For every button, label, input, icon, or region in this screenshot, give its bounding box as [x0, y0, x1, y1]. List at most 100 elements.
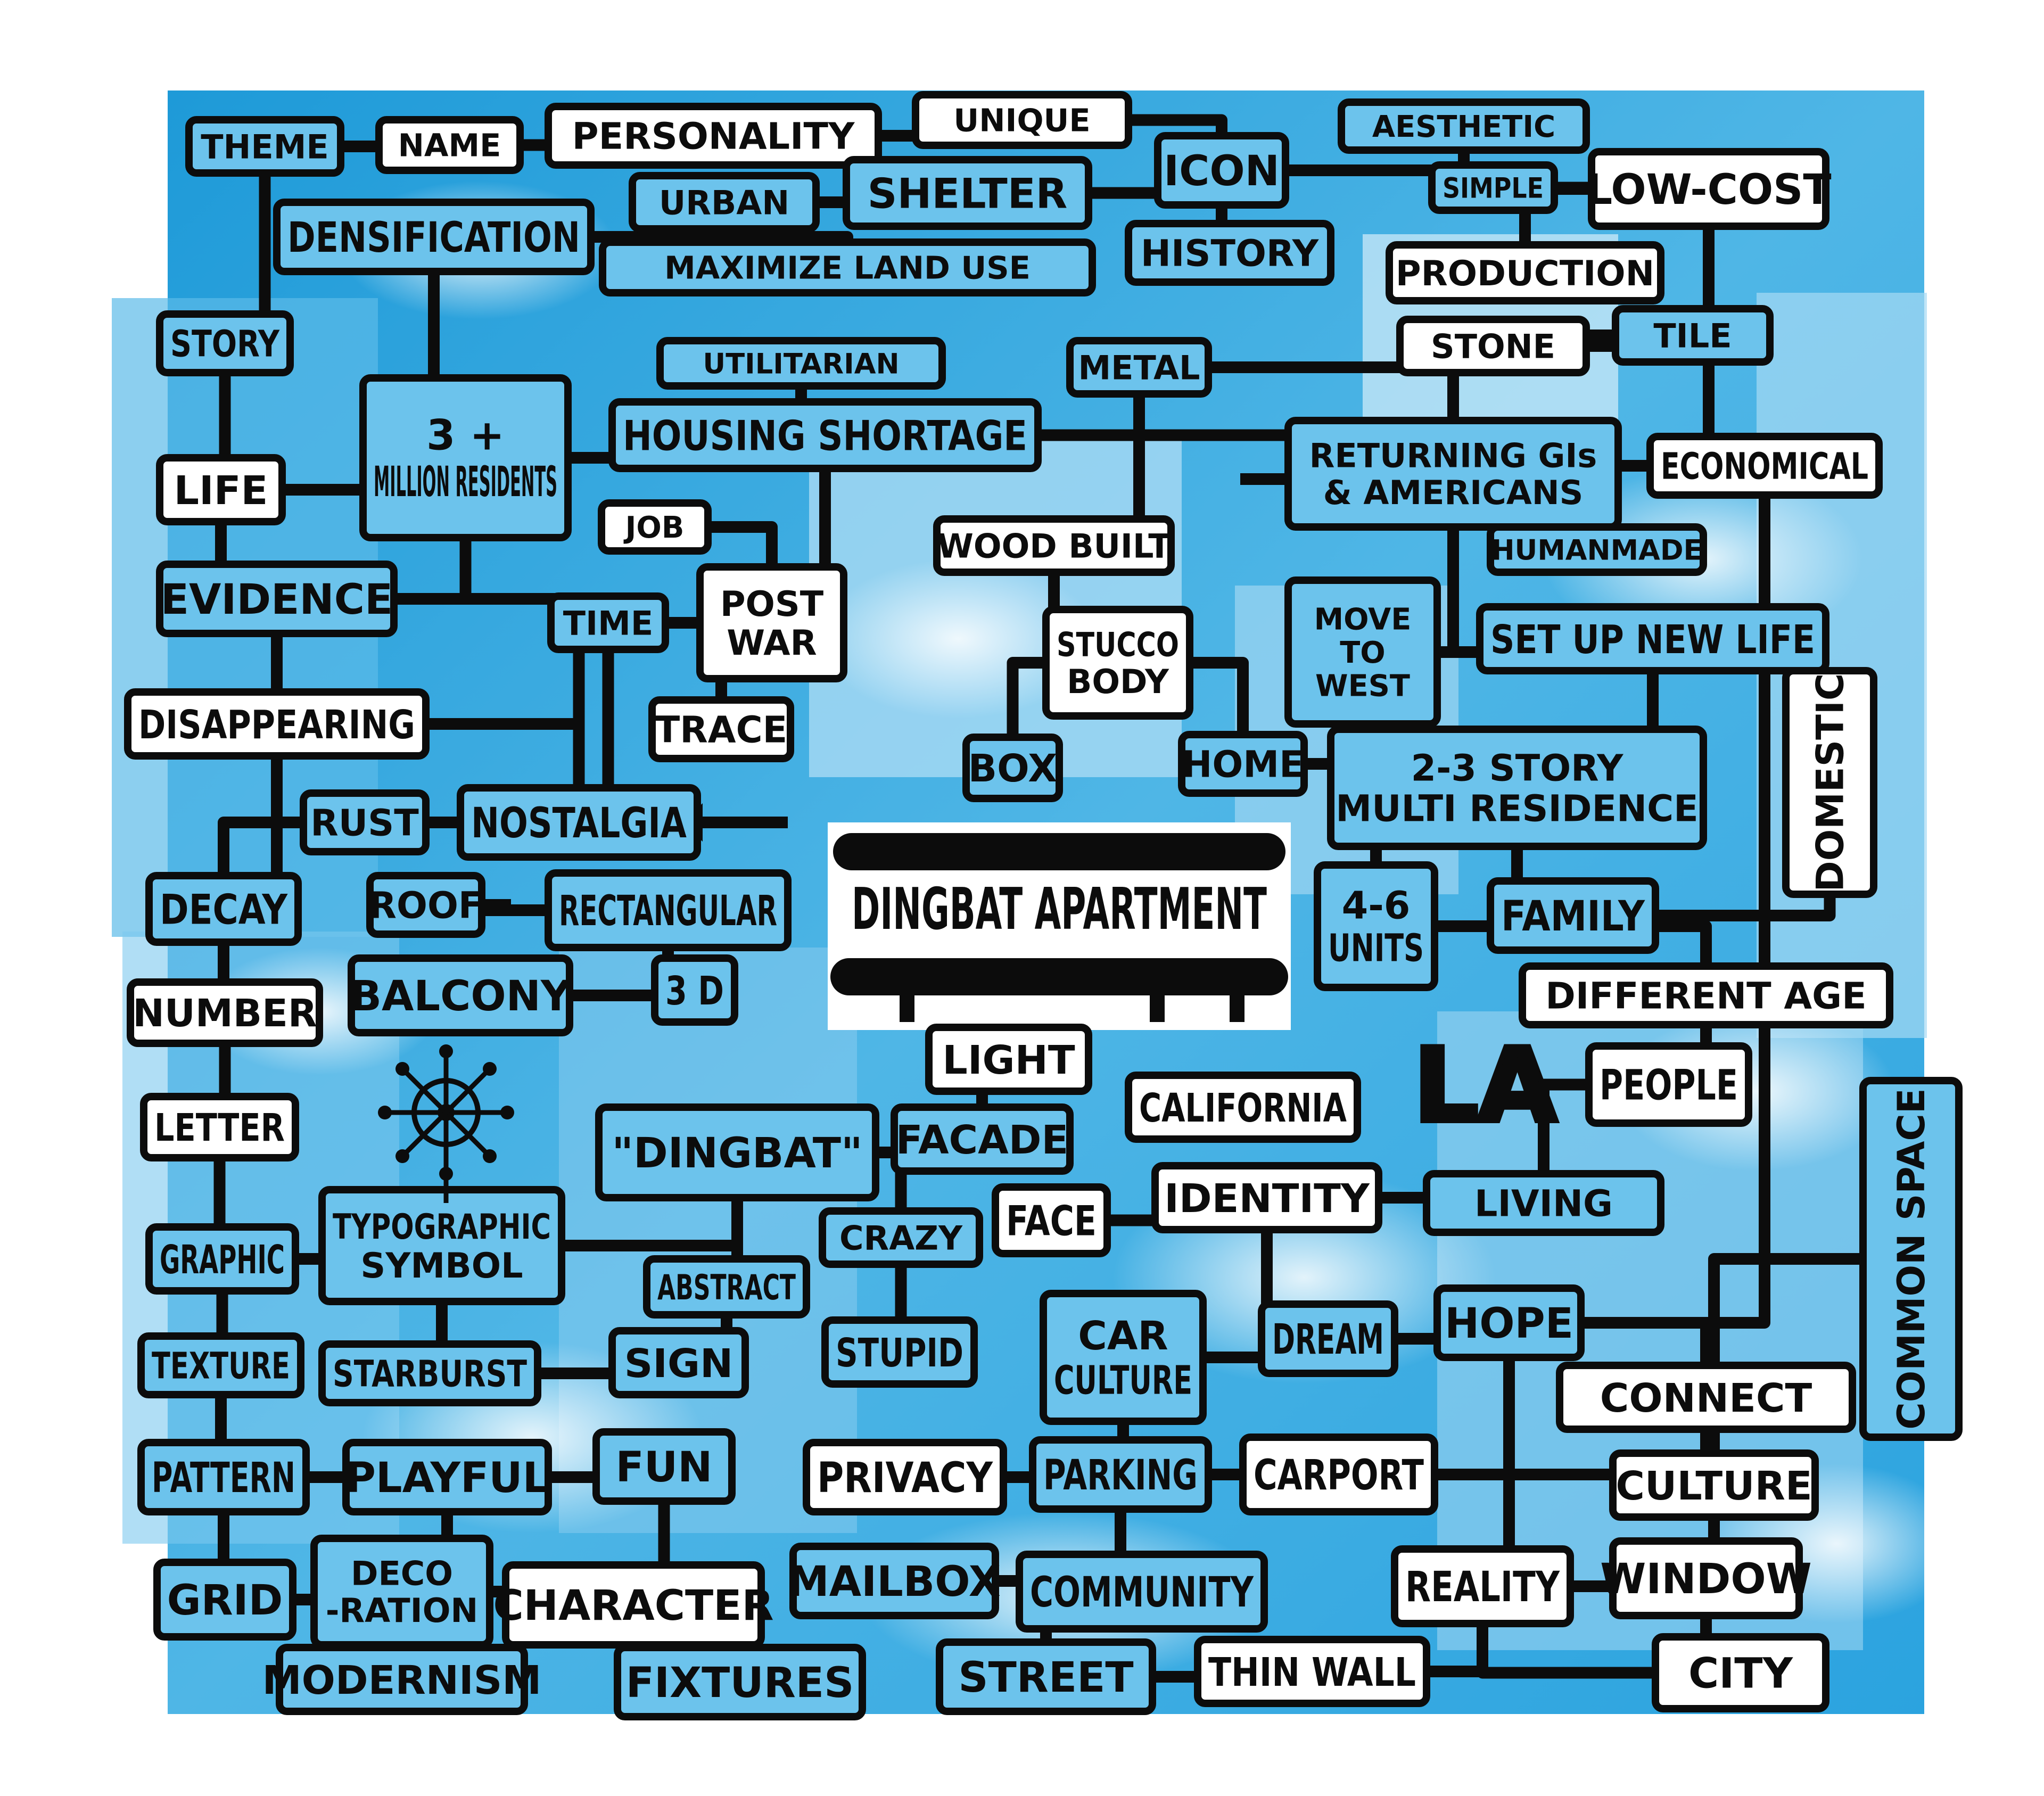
- node-street: STREET: [936, 1638, 1156, 1715]
- node-box: [124, 688, 430, 760]
- node-label: CHARACTER: [493, 1582, 773, 1630]
- node-label: FIXTURES: [626, 1659, 854, 1707]
- node-label: CALIFORNIA: [1139, 1085, 1347, 1131]
- node-label: SHELTER: [868, 170, 1068, 218]
- node-box: [318, 1340, 541, 1406]
- node-box: [1066, 337, 1212, 398]
- node-culture: CULTURE: [1609, 1449, 1819, 1521]
- node-label: STREET: [958, 1654, 1133, 1702]
- node-identity: IDENTITY: [1151, 1162, 1382, 1233]
- node-box: [821, 1316, 978, 1388]
- node-label: 3 D: [665, 968, 724, 1014]
- node-people: PEOPLE: [1585, 1042, 1752, 1127]
- node-parking: PARKING: [1029, 1436, 1212, 1513]
- node-box: [599, 238, 1096, 296]
- node-box: [153, 1559, 296, 1641]
- node-label: NAME: [398, 127, 501, 164]
- node-crazy: CRAZY: [819, 1207, 983, 1268]
- node-label: LETTER: [154, 1106, 285, 1150]
- node-metal: METAL: [1066, 337, 1212, 398]
- node-connect: CONNECT: [1556, 1362, 1856, 1433]
- node-label: WAR: [727, 623, 817, 663]
- node-box: [595, 1103, 879, 1201]
- node-box: [348, 954, 573, 1036]
- node-abstract: ABSTRACT: [643, 1255, 810, 1319]
- node-home: HOME: [1178, 731, 1308, 797]
- node-box: [1042, 606, 1193, 720]
- node-box: [137, 1439, 310, 1515]
- node-label: ABSTRACT: [657, 1268, 796, 1308]
- stilt-2: [1230, 990, 1244, 1022]
- node-domestic: DOMESTIC: [1782, 667, 1877, 898]
- node-community: COMMUNITY: [1016, 1551, 1268, 1633]
- node-box: [1588, 148, 1829, 230]
- node-humanmade: HUMANMADE: [1487, 523, 1707, 576]
- node-box: [1258, 1300, 1398, 1377]
- node-number: NUMBER: [127, 978, 323, 1047]
- node-label: PATTERN: [152, 1454, 295, 1502]
- node-label: WINDOW: [1600, 1555, 1811, 1603]
- node-box: [273, 199, 595, 275]
- node-label: MAILBOX: [788, 1558, 1001, 1606]
- node-label: BODY: [1067, 662, 1169, 701]
- node-label: RETURNING GIs: [1309, 436, 1597, 475]
- node-box: [1859, 1077, 1963, 1441]
- node-label: CULTURE: [1616, 1463, 1812, 1509]
- la-label: LA: [1414, 1027, 1556, 1144]
- node-carport: CARPORT: [1239, 1433, 1438, 1515]
- node-nostalgia: NOSTALGIA: [457, 784, 701, 861]
- node-label: 4-6: [1342, 884, 1411, 928]
- node-label: PLAYFUL: [345, 1454, 549, 1502]
- node-label: SET UP NEW LIFE: [1490, 616, 1815, 663]
- node-disappearing: DISAPPEARING: [124, 688, 430, 760]
- node-evidence: EVIDENCE: [156, 561, 398, 637]
- node-box: [1194, 1636, 1430, 1707]
- node-box: [156, 561, 398, 637]
- node-box: [1314, 861, 1438, 991]
- node-box: [156, 454, 286, 525]
- node-label: EVIDENCE: [161, 576, 393, 624]
- node-history: HISTORY: [1125, 220, 1334, 286]
- node-label: NUMBER: [133, 991, 317, 1035]
- node-box: [1487, 523, 1707, 576]
- node-urban: URBAN: [629, 172, 820, 233]
- node-decoration: DECO-RATION: [310, 1535, 493, 1649]
- node-fixtures: FIXTURES: [614, 1644, 866, 1720]
- node-box: [933, 515, 1175, 576]
- node-hope: HOPE: [1433, 1284, 1585, 1361]
- node-maximize-land-use: MAXIMIZE LAND USE: [599, 238, 1096, 296]
- node-label: UNIQUE: [953, 102, 1090, 139]
- node-name: NAME: [375, 116, 524, 174]
- node-different-age: DIFFERENT AGE: [1519, 962, 1893, 1028]
- node-graphic: GRAPHIC: [145, 1223, 299, 1295]
- node-living: LIVING: [1423, 1170, 1664, 1236]
- node-common-space: COMMON SPACE: [1859, 1077, 1963, 1441]
- node-texture: TEXTURE: [137, 1332, 304, 1398]
- node-theme: THEME: [185, 116, 344, 177]
- node-label: THIN WALL: [1208, 1649, 1416, 1695]
- node-box: [614, 1644, 866, 1720]
- node-label: RECTANGULAR: [559, 887, 777, 935]
- node-box: [1284, 417, 1622, 531]
- node-label: TEXTURE: [152, 1346, 290, 1388]
- node-label: HUMANMADE: [1491, 534, 1702, 566]
- node-label: DECO: [351, 1554, 453, 1593]
- node-box: [1386, 241, 1664, 304]
- node-wood-built: WOOD BUILT: [933, 515, 1175, 576]
- node-label: & AMERICANS: [1323, 473, 1584, 512]
- node-label: METAL: [1078, 348, 1200, 387]
- node-label: GRAPHIC: [160, 1237, 285, 1283]
- node-label: WEST: [1315, 669, 1410, 704]
- node-stupid: STUPID: [821, 1316, 978, 1388]
- node-box: [1284, 576, 1441, 728]
- node-three-d: 3 D: [651, 954, 738, 1026]
- node-box: [545, 869, 792, 951]
- node-box: [145, 872, 302, 946]
- node-privacy: PRIVACY: [803, 1439, 1007, 1515]
- node-box: [1612, 305, 1774, 366]
- node-city: CITY: [1652, 1633, 1829, 1712]
- node-box: [1487, 877, 1659, 954]
